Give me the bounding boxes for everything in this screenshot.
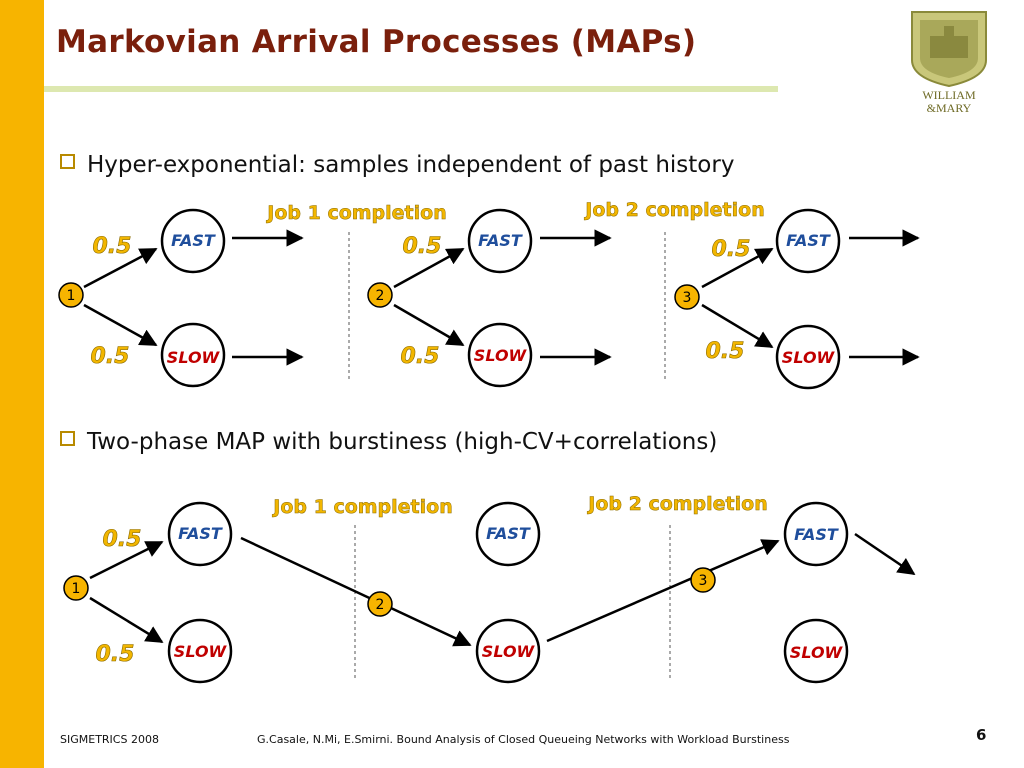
transition-arrow [83, 247, 158, 289]
slow-state [167, 618, 233, 684]
slow-state [783, 618, 849, 684]
page-number: 6 [976, 726, 987, 744]
probability-label: 0.5 [93, 234, 132, 259]
transition-arrow [89, 596, 164, 644]
fast-state [475, 501, 541, 567]
fast-label: FAST [178, 524, 223, 543]
fast-state [467, 208, 533, 274]
transition-arrow [701, 303, 774, 349]
step-number: 2 [376, 288, 385, 304]
step-token [63, 575, 89, 601]
fast-state [775, 208, 841, 274]
fast-label: FAST [794, 525, 839, 544]
job2-completion-label: Job 2 completion [583, 199, 764, 221]
slow-label: SLOW [474, 346, 528, 365]
step-token [58, 282, 84, 308]
step-number: 1 [72, 581, 81, 597]
fast-label: FAST [786, 231, 831, 250]
probability-label: 0.5 [96, 642, 135, 667]
transition-arrow [240, 536, 472, 647]
job2-completion-label: Job 2 completion [586, 493, 767, 515]
transition-arrow [393, 247, 465, 289]
transition-arrow [546, 539, 780, 643]
slow-state [160, 322, 226, 388]
slow-label: SLOW [174, 642, 228, 661]
step-token [690, 567, 716, 593]
fast-label: FAST [486, 524, 531, 543]
bullet-2-text: Two-phase MAP with burstiness (high-CV+c… [87, 429, 718, 455]
dividers [348, 232, 671, 680]
university-logo: WILLIAM &MARY [911, 11, 987, 115]
transition-arrow [393, 303, 465, 347]
step-token [674, 284, 700, 310]
title-divider [44, 86, 778, 92]
bullet-square-icon [60, 431, 75, 446]
bullet-2: Two-phase MAP with burstiness (high-CV+c… [60, 429, 717, 455]
step-token [367, 282, 393, 308]
step-number: 2 [376, 597, 385, 613]
sidebar-accent-bar [0, 0, 44, 768]
fast-state [160, 208, 226, 274]
fast-state [783, 501, 849, 567]
slow-state [775, 324, 841, 390]
step-number: 1 [67, 288, 76, 304]
probability-label: 0.5 [91, 344, 130, 369]
probability-label: 0.5 [103, 527, 142, 552]
slow-state [475, 618, 541, 684]
fast-label: FAST [478, 231, 523, 250]
slow-label: SLOW [782, 348, 836, 367]
transition-arrow [83, 303, 158, 347]
probability-label: 0.5 [401, 344, 440, 369]
footer-citation: G.Casale, N.Mi, E.Smirni. Bound Analysis… [257, 733, 790, 746]
job1-completion-label: Job 1 completion [265, 202, 446, 224]
fast-state [167, 501, 233, 567]
slow-label: SLOW [790, 643, 844, 662]
bullet-square-icon [60, 154, 75, 169]
logo-line1: WILLIAM [922, 88, 976, 102]
job1-completion-label: Job 1 completion [271, 496, 452, 518]
step-token [367, 591, 393, 617]
logo-line2: &MARY [927, 101, 972, 115]
transition-arrow [701, 247, 774, 289]
footer-conference: SIGMETRICS 2008 [60, 733, 159, 746]
probability-label: 0.5 [712, 237, 751, 262]
bullet-1: Hyper-exponential: samples independent o… [60, 152, 734, 178]
slide-title: Markovian Arrival Processes (MAPs) [56, 24, 697, 60]
transition-arrow [89, 540, 164, 580]
probability-label: 0.5 [403, 234, 442, 259]
fast-label: FAST [171, 231, 216, 250]
step-number: 3 [699, 573, 708, 589]
bullet-1-text: Hyper-exponential: samples independent o… [87, 152, 735, 178]
slow-label: SLOW [482, 642, 536, 661]
slow-label: SLOW [167, 348, 221, 367]
probability-label: 0.5 [706, 339, 745, 364]
completion-arrow [854, 532, 916, 576]
step-number: 3 [683, 290, 692, 306]
slow-state [467, 322, 533, 388]
